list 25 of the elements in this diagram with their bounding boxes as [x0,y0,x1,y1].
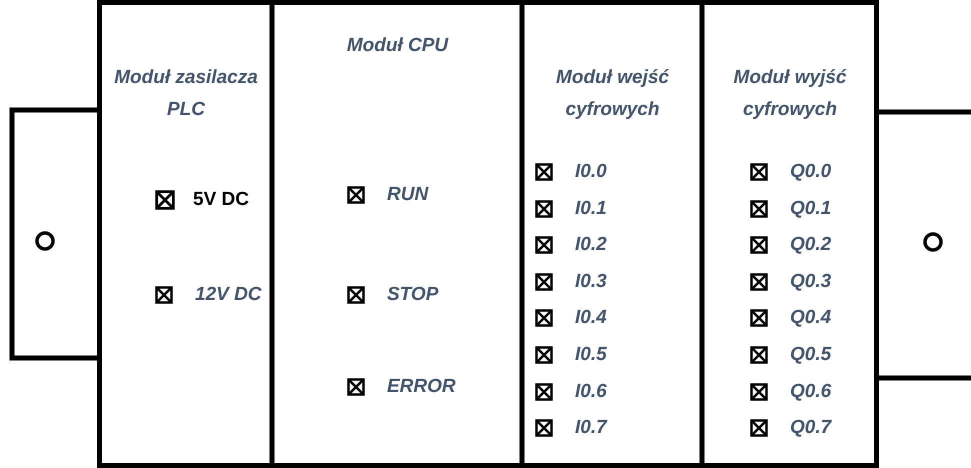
module-heading: Moduł wejść cyfrowych [555,66,670,122]
indicator-label: Q0.2 [790,234,832,256]
indicator-label: I0.6 [575,380,607,403]
indicator-label: Q0.3 [790,270,832,293]
indicator-label: I0.2 [575,234,607,256]
indicator-label: I0.3 [575,270,607,293]
indicator-label: 5V DC [193,189,249,211]
indicator-label: I0.1 [575,198,607,220]
indicator-label: Q0.0 [790,161,832,183]
indicator-label: Q0.5 [790,344,832,366]
indicator-label: I0.0 [575,161,607,183]
indicator-label: STOP [387,284,438,306]
indicator-label: Q0.1 [790,198,832,220]
module-heading: Moduł CPU [346,34,450,58]
indicator-label: ERROR [387,376,456,398]
module-heading: Moduł zasilacza PLC [113,66,259,122]
indicator-label: I0.7 [575,417,607,440]
indicator-label: Q0.7 [790,417,832,440]
indicator-label: 12V DC [195,284,262,306]
indicator-label: I0.4 [575,307,607,330]
module-heading: Moduł wyjść cyfrowych [732,66,848,122]
indicator-label: Q0.4 [790,307,832,330]
indicator-label: Q0.6 [790,380,832,403]
indicator-label: I0.5 [575,344,607,366]
indicator-label: RUN [387,184,428,206]
